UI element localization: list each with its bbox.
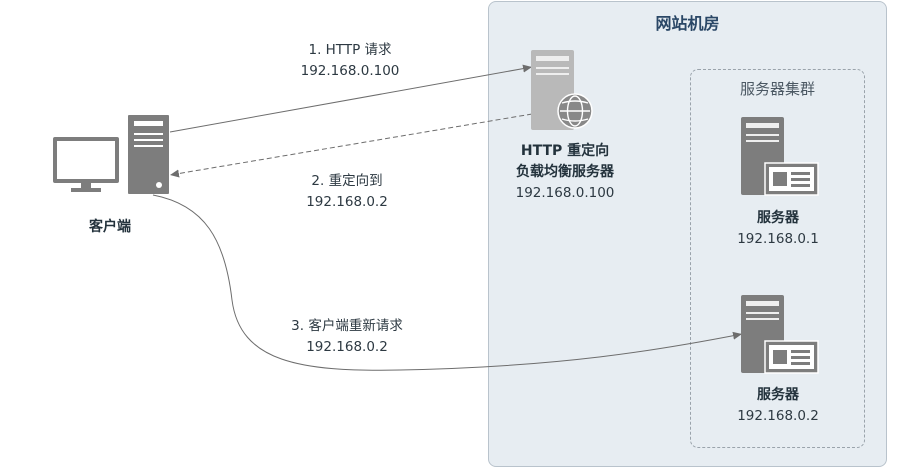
load-balancer-name-1: HTTP 重定向	[520, 143, 610, 159]
pc-tower-icon	[128, 115, 169, 194]
step-2-ip: 192.168.0.2	[306, 194, 388, 210]
load-balancer-ip: 192.168.0.100	[515, 185, 615, 201]
step-3-ip: 192.168.0.2	[306, 339, 388, 355]
step-2-label: 2. 重定向到 192.168.0.2	[277, 171, 417, 213]
arrow-http-request	[169, 64, 533, 133]
load-balancer-name-2: 负载均衡服务器	[516, 164, 614, 180]
monitor-icon	[53, 137, 119, 192]
arrow-client-rerequest	[152, 194, 743, 371]
server-2-ip: 192.168.0.2	[737, 408, 819, 424]
step-3-label: 3. 客户端重新请求 192.168.0.2	[262, 316, 432, 358]
server-cluster-title: 服务器集群	[739, 80, 815, 98]
client-label: 客户端	[89, 219, 131, 235]
globe-icon	[557, 93, 593, 129]
server-1-icon	[741, 117, 819, 196]
step-1-title: 1. HTTP 请求	[308, 42, 392, 58]
step-1-ip: 192.168.0.100	[300, 63, 400, 79]
server-cluster-region	[690, 69, 865, 448]
server-2-label: 服务器 192.168.0.2	[715, 384, 841, 427]
data-center-title: 网站机房	[655, 14, 720, 33]
load-balancer-label: HTTP 重定向 负载均衡服务器 192.168.0.100	[490, 141, 640, 204]
server-2-icon	[741, 295, 819, 374]
step-2-title: 2. 重定向到	[311, 173, 383, 189]
step-1-label: 1. HTTP 请求 192.168.0.100	[280, 40, 420, 82]
arrow-redirect	[169, 113, 533, 178]
server-2-name: 服务器	[757, 387, 799, 403]
server-1-ip: 192.168.0.1	[737, 231, 819, 247]
step-3-title: 3. 客户端重新请求	[291, 318, 403, 334]
server-1-label: 服务器 192.168.0.1	[715, 207, 841, 250]
server-1-name: 服务器	[757, 210, 799, 226]
